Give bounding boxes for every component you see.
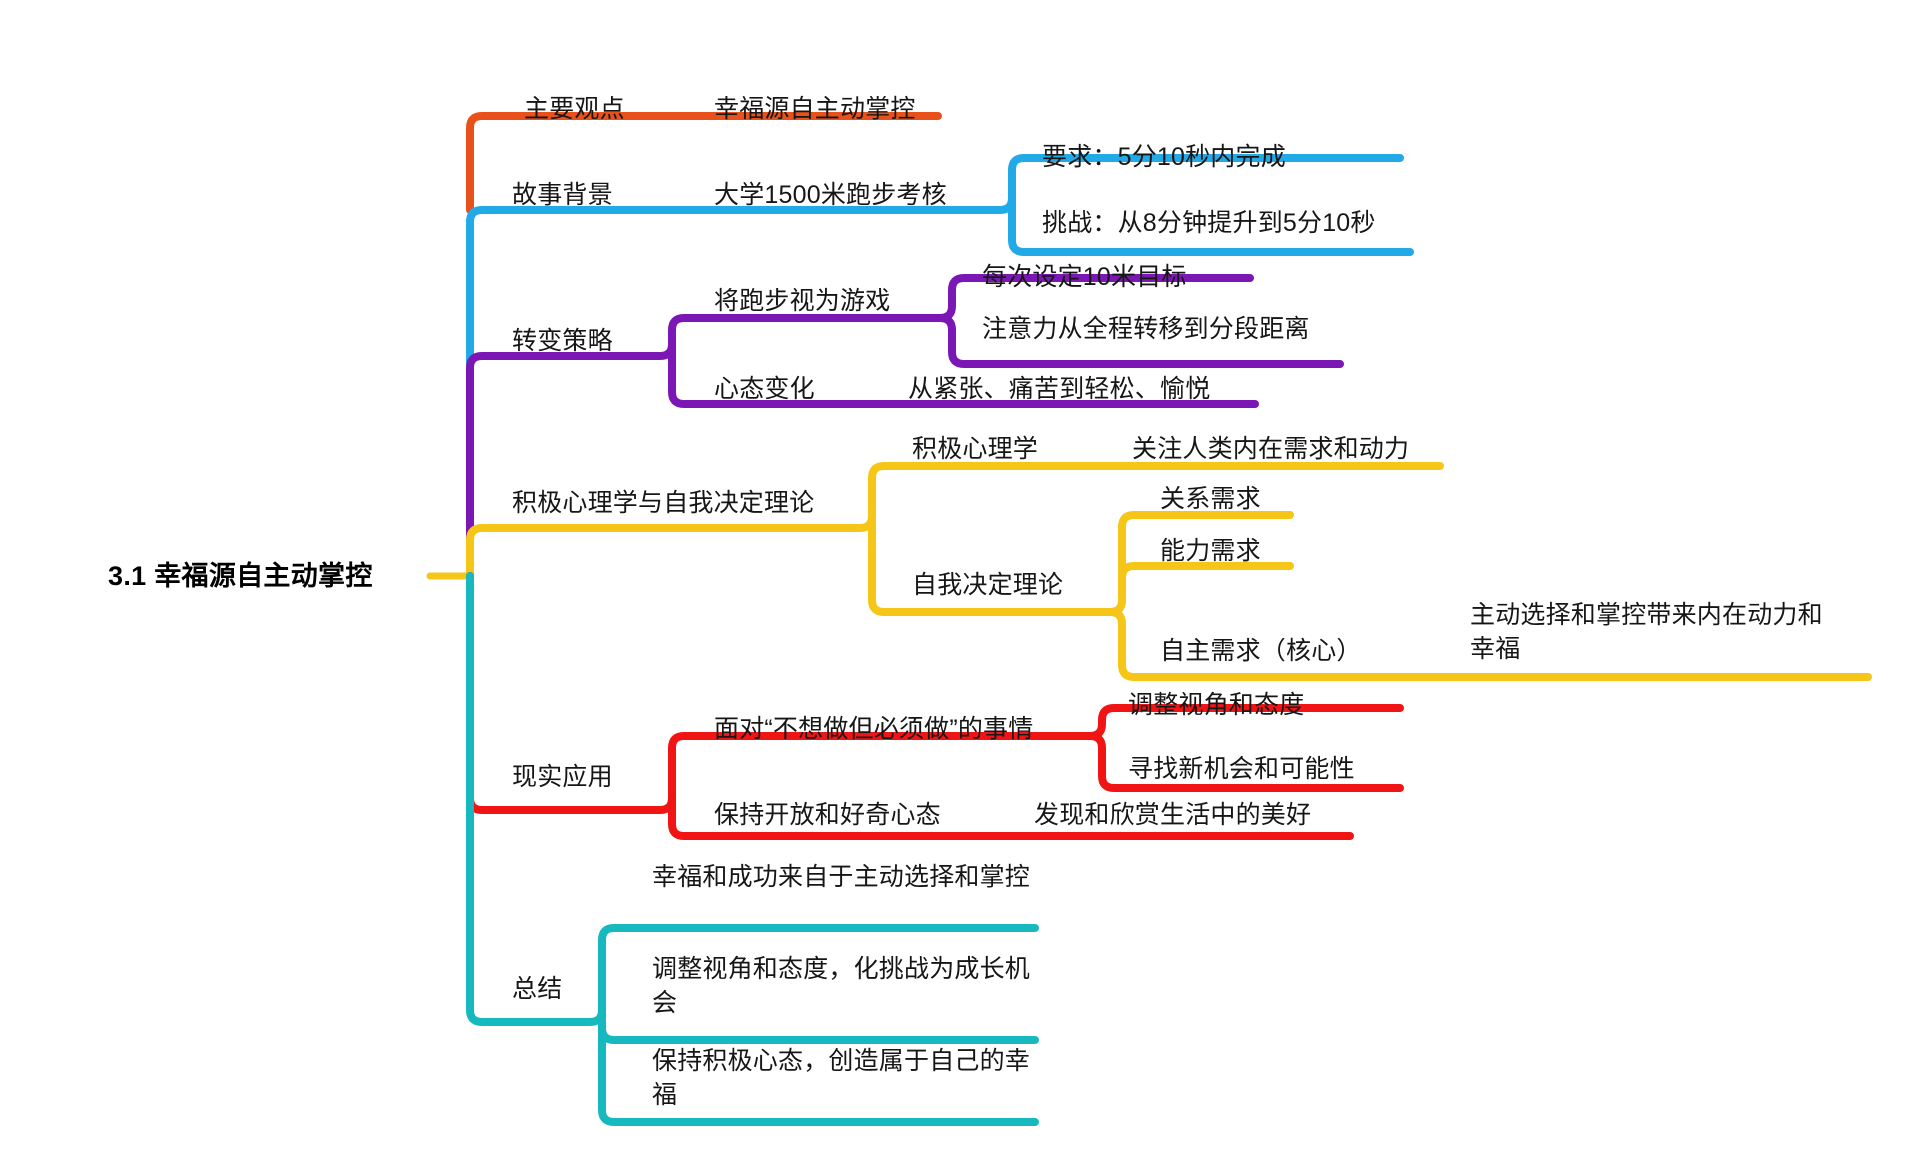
node-main-point[interactable]: 主要观点 [524,95,625,123]
node-summary[interactable]: 总结 [512,975,563,1003]
node-positive-psychology-detail[interactable]: 关注人类内在需求和动力 [1132,435,1410,463]
node-summary-item-3[interactable]: 保持积极心态，创造属于自己的幸福 [652,1047,1031,1109]
node-sdt-competence-need[interactable]: 能力需求 [1160,537,1261,565]
node-story-course[interactable]: 大学1500米跑步考核 [714,181,947,209]
node-real-application[interactable]: 现实应用 [512,763,613,791]
node-strategy-game[interactable]: 将跑步视为游戏 [714,287,891,315]
branch-sdt-competence [1118,562,1294,584]
node-story-background[interactable]: 故事背景 [512,181,613,209]
branch-psychology-theory [466,462,1444,580]
node-strategy-mindset-detail[interactable]: 从紧张、痛苦到轻松、愉悦 [908,375,1211,403]
node-strategy-focus[interactable]: 注意力从全程转移到分段距离 [982,315,1310,343]
branch-strategy-focus-elbow [936,314,956,334]
node-self-determination-theory[interactable]: 自我决定理论 [912,571,1064,599]
node-app-adjust-perspective[interactable]: 调整视角和态度 [1128,691,1305,719]
node-summary-item-1[interactable]: 幸福和成功来自于主动选择和掌控 [652,863,1031,891]
mindmap-root-label[interactable]: 3.1 幸福源自主动掌控 [108,561,373,591]
node-app-open-mind[interactable]: 保持开放和好奇心态 [714,801,941,829]
node-story-requirement[interactable]: 要求：5分10秒内完成 [1042,143,1286,171]
node-sdt-autonomy-need[interactable]: 自主需求（核心） [1160,637,1362,665]
node-transform-strategy[interactable]: 转变策略 [512,327,613,355]
node-app-must-do[interactable]: 面对“不想做但必须做”的事情 [714,715,1034,743]
node-main-point-detail[interactable]: 幸福源自主动掌控 [714,95,916,123]
node-app-find-opportunity[interactable]: 寻找新机会和可能性 [1128,755,1355,783]
node-positive-psychology[interactable]: 积极心理学 [912,435,1039,463]
node-strategy-mindset[interactable]: 心态变化 [714,375,815,403]
node-sdt-relation-need[interactable]: 关系需求 [1160,485,1261,513]
node-psychology-theory[interactable]: 积极心理学与自我决定理论 [512,489,815,517]
node-app-discover-beauty[interactable]: 发现和欣赏生活中的美好 [1034,801,1312,829]
node-summary-item-2[interactable]: 调整视角和态度，化挑战为成长机会 [652,955,1031,1017]
node-story-challenge[interactable]: 挑战：从8分钟提升到5分10秒 [1042,209,1376,237]
node-sdt-autonomy-detail[interactable]: 主动选择和掌控带来内在动力和幸福 [1470,601,1823,663]
node-strategy-goal[interactable]: 每次设定10米目标 [982,263,1187,291]
